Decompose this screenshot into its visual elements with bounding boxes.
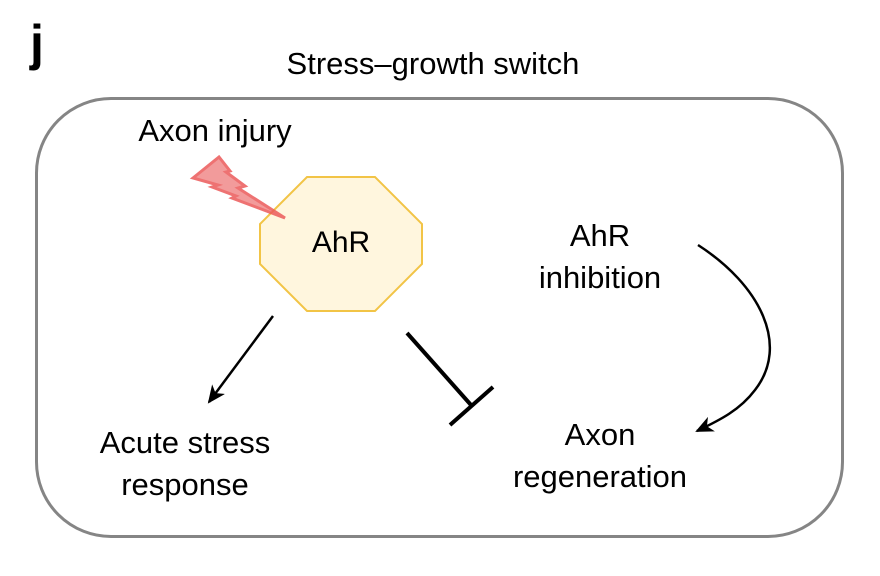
axon-regeneration-label: Axon regeneration [485, 414, 715, 498]
activation-arrow-stress [207, 315, 275, 404]
axon-regeneration-line2: regeneration [512, 459, 688, 494]
acute-stress-line2: response [121, 467, 249, 502]
ahr-octagon [259, 176, 423, 312]
inhibition-bar-icon [448, 385, 495, 427]
acute-stress-line1: Acute stress [99, 425, 271, 460]
lightning-bolt-icon [189, 154, 286, 220]
ahr-label: AhR [311, 226, 371, 259]
axon-regeneration-line1: Axon [564, 417, 636, 452]
inhibition-edge [405, 331, 495, 427]
axon-injury-label: Axon injury [138, 113, 292, 148]
ahr-inhibition-label: AhR inhibition [495, 215, 705, 299]
panel-letter: j [30, 15, 44, 71]
ahr-inhibition-line1: AhR [569, 218, 631, 253]
inhibition-line [405, 331, 473, 407]
ahr-inhibition-line2: inhibition [538, 260, 662, 295]
acute-stress-response-label: Acute stress response [65, 422, 305, 506]
figure-title: Stress–growth switch [286, 46, 580, 81]
curved-activation-arrow [695, 243, 772, 433]
switch-frame [35, 97, 844, 538]
